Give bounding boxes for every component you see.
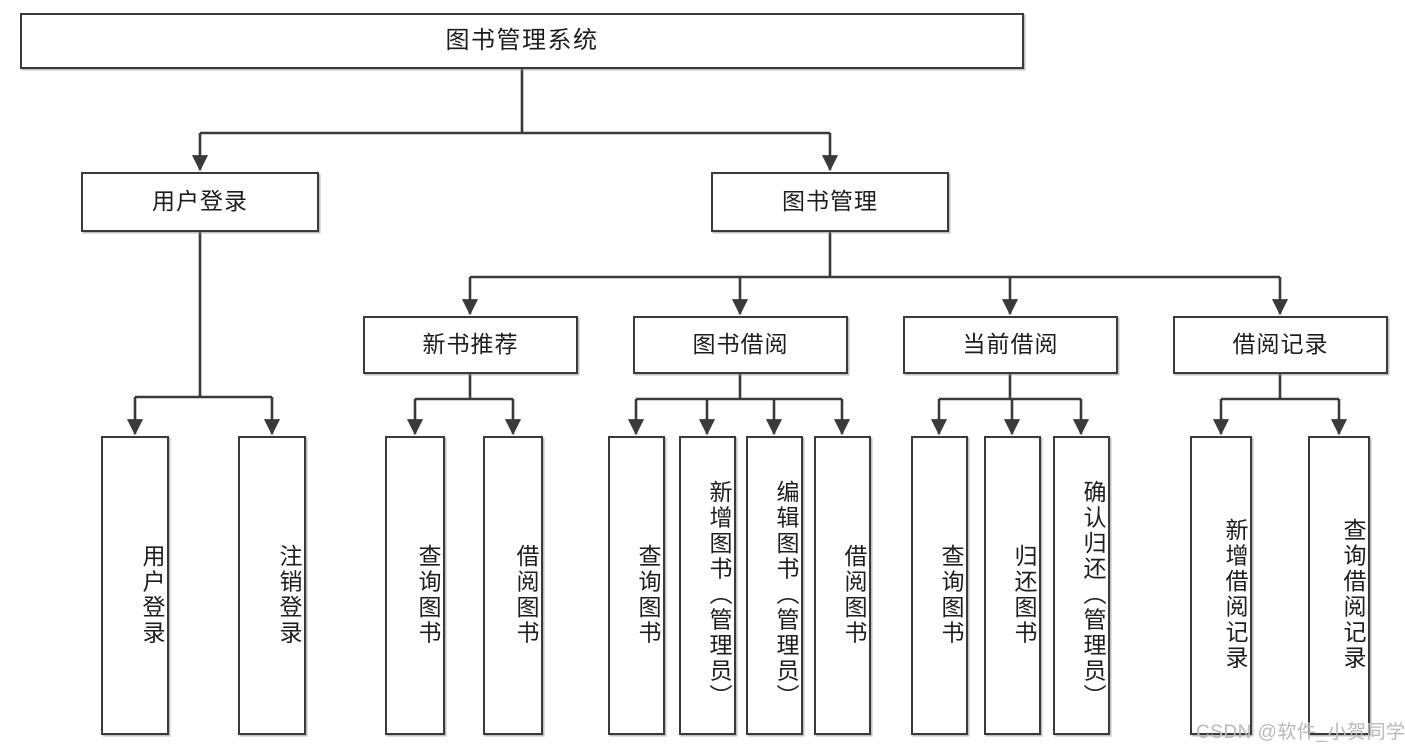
node-borrow-record[interactable]: 借阅记录 xyxy=(1173,316,1388,374)
node-leaf-return-book[interactable]: 归还图书 xyxy=(984,436,1041,735)
node-leaf-query-borrow-record[interactable]: 查询借阅记录 xyxy=(1308,436,1370,735)
node-root[interactable]: 图书管理系统 xyxy=(20,13,1024,69)
node-leaf-logout-login[interactable]: 注销登录 xyxy=(238,436,306,735)
node-leaf-user-login[interactable]: 用户登录 xyxy=(101,436,169,735)
node-leaf-edit-book[interactable]: 编辑图书（管理员） xyxy=(746,436,803,735)
node-leaf-confirm-return[interactable]: 确认归还（管理员） xyxy=(1053,436,1110,735)
node-leaf-borrow-book-2[interactable]: 借阅图书 xyxy=(814,436,871,735)
node-new-book-recommend[interactable]: 新书推荐 xyxy=(363,316,578,374)
csdn-watermark: CSDN @软件_小贺同学 xyxy=(1196,722,1405,743)
node-leaf-query-book-2[interactable]: 查询图书 xyxy=(608,436,665,735)
node-leaf-add-borrow-record[interactable]: 新增借阅记录 xyxy=(1190,436,1252,735)
node-leaf-query-book-1[interactable]: 查询图书 xyxy=(385,436,445,735)
node-current-borrow[interactable]: 当前借阅 xyxy=(903,316,1118,374)
node-book-manage[interactable]: 图书管理 xyxy=(711,172,949,232)
node-leaf-borrow-book-1[interactable]: 借阅图书 xyxy=(483,436,543,735)
node-leaf-query-book-3[interactable]: 查询图书 xyxy=(911,436,968,735)
node-book-borrow[interactable]: 图书借阅 xyxy=(633,316,848,374)
node-leaf-add-book[interactable]: 新增图书（管理员） xyxy=(679,436,736,735)
node-user-login[interactable]: 用户登录 xyxy=(81,172,319,232)
